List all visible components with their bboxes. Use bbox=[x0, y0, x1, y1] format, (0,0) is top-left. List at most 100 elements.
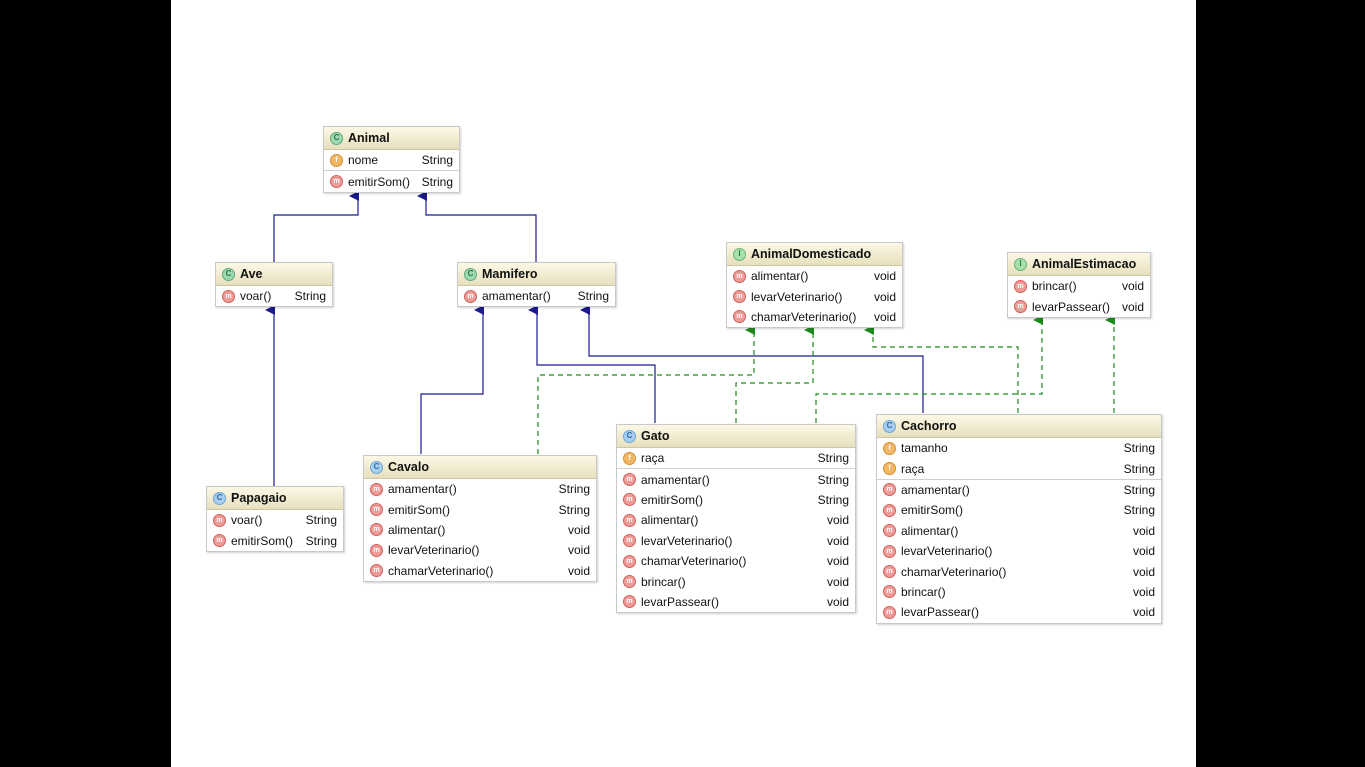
method-icon: m bbox=[213, 513, 226, 527]
method-icon: m bbox=[623, 595, 636, 609]
diagram-canvas bbox=[171, 0, 1196, 767]
method-icon: m bbox=[883, 503, 896, 517]
class-name: AnimalDomesticado bbox=[751, 247, 872, 261]
method-icon: m bbox=[623, 554, 636, 568]
method-icon: m bbox=[370, 523, 383, 537]
method-icon: m bbox=[222, 289, 235, 303]
class-header: C Mamifero bbox=[458, 263, 615, 286]
class-header: C Animal bbox=[324, 127, 459, 150]
method-icon: m bbox=[1014, 300, 1027, 314]
class-header: I AnimalDomesticado bbox=[727, 243, 902, 266]
field-icon: f bbox=[623, 451, 636, 465]
abstract-class-icon: C bbox=[330, 131, 343, 145]
method-icon: m bbox=[623, 513, 636, 527]
method-icon: m bbox=[883, 585, 896, 599]
method-icon: m bbox=[883, 483, 896, 497]
method-icon: m bbox=[883, 565, 896, 579]
method-icon: m bbox=[1014, 279, 1027, 293]
method-icon: m bbox=[883, 605, 896, 619]
class-icon: C bbox=[623, 429, 636, 443]
method-icon: m bbox=[330, 175, 343, 189]
class-icon: C bbox=[213, 491, 226, 505]
class-name: Cavalo bbox=[388, 460, 429, 474]
method-icon: m bbox=[370, 564, 383, 578]
method-icon: m bbox=[733, 290, 746, 304]
method-icon: m bbox=[883, 524, 896, 538]
class-header: C Gato bbox=[617, 425, 855, 448]
method-icon: m bbox=[370, 482, 383, 496]
method-icon: m bbox=[213, 534, 226, 548]
method-icon: m bbox=[370, 503, 383, 517]
method-icon: m bbox=[733, 269, 746, 283]
class-header: C Ave bbox=[216, 263, 332, 286]
class-name: AnimalEstimacao bbox=[1032, 257, 1137, 271]
method-icon: m bbox=[623, 575, 636, 589]
class-name: Ave bbox=[240, 267, 263, 281]
field-icon: f bbox=[330, 153, 343, 167]
method-icon: m bbox=[464, 289, 477, 303]
abstract-class-icon: C bbox=[464, 267, 477, 281]
method-icon: m bbox=[370, 543, 383, 557]
field-icon: f bbox=[883, 462, 896, 476]
method-icon: m bbox=[733, 310, 746, 324]
abstract-class-icon: C bbox=[222, 267, 235, 281]
class-name: Animal bbox=[348, 131, 390, 145]
method-icon: m bbox=[623, 473, 636, 487]
class-name: Mamifero bbox=[482, 267, 538, 281]
interface-icon: I bbox=[733, 247, 746, 261]
class-header: I AnimalEstimacao bbox=[1008, 253, 1150, 276]
class-name: Gato bbox=[641, 429, 670, 443]
method-icon: m bbox=[623, 534, 636, 548]
interface-icon: I bbox=[1014, 257, 1027, 271]
method-icon: m bbox=[883, 544, 896, 558]
